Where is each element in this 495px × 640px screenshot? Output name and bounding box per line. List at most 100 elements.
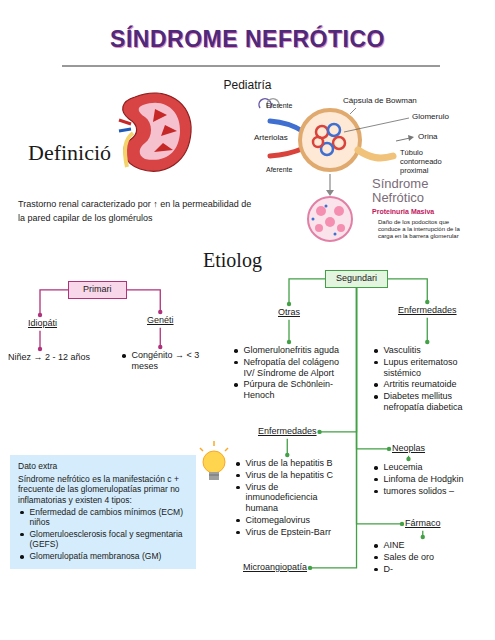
connector-group bbox=[421, 531, 425, 539]
bullet-dot bbox=[236, 474, 240, 478]
bullet-dot bbox=[234, 361, 238, 365]
subcategory-heading: Fármaco bbox=[405, 518, 441, 530]
node-text: Lupus eritematoso sistémico bbox=[384, 357, 488, 379]
node-text: Enfermedad de cambios mínimos (ECM) niño… bbox=[30, 507, 189, 528]
connector-group bbox=[406, 456, 410, 461]
category-box: Primari bbox=[68, 281, 127, 299]
connector bbox=[388, 279, 427, 302]
connector-dot bbox=[38, 347, 42, 351]
part-label: Cápsula de Bowman bbox=[343, 96, 417, 106]
node-text: Niñez → 2 - 12 años bbox=[8, 352, 90, 363]
node-text: Fármaco bbox=[405, 518, 441, 529]
node-text: Segundari bbox=[336, 273, 377, 284]
kidney-illustration bbox=[119, 93, 191, 171]
connector bbox=[40, 290, 68, 315]
illustration-title: Síndrome Nefrótico bbox=[372, 177, 450, 204]
connector-group bbox=[388, 279, 429, 304]
bullet-dot bbox=[374, 478, 378, 482]
node-text: Leucemia bbox=[384, 462, 423, 473]
node-text: Citomegalovirus bbox=[246, 515, 311, 526]
bullet-list: LeucemiaLinfoma de Hodgkintumores solido… bbox=[372, 462, 487, 497]
bullet-dot bbox=[374, 568, 378, 572]
subcategory-heading: Enfermedades bbox=[258, 426, 317, 438]
node-text: Primari bbox=[83, 284, 112, 295]
page-title: SÍNDROME NEFRÓTICO bbox=[0, 26, 495, 53]
node-text: D- bbox=[384, 564, 394, 575]
note-box: Dato extraSíndrome nefrótico es la manif… bbox=[10, 455, 196, 569]
part-label: Glomerulo bbox=[412, 112, 449, 122]
bullet-dot bbox=[374, 349, 378, 353]
part-label: Túbulo contorneado proximal bbox=[400, 148, 462, 175]
connector bbox=[288, 320, 289, 342]
bullet-dot bbox=[374, 556, 378, 560]
category-box: Segundari bbox=[325, 270, 388, 288]
connector-dot bbox=[287, 340, 291, 344]
connector bbox=[127, 290, 161, 312]
bullet-list: Virus de la hepatitis BVirus de la hepat… bbox=[234, 458, 346, 539]
connector-dot bbox=[425, 300, 429, 304]
connector-group bbox=[287, 279, 325, 306]
bullet-dot bbox=[374, 383, 378, 387]
part-label: Aferente bbox=[266, 166, 292, 174]
section-heading: Definició bbox=[28, 140, 111, 166]
node-text: Virus de inmunodeficiencia humana bbox=[246, 482, 347, 514]
connector bbox=[39, 331, 40, 349]
lightbulb-icon bbox=[200, 441, 228, 480]
node-text: Púrpura de Schönlein-Henoch bbox=[244, 379, 345, 401]
part-label: Arteriolas bbox=[254, 133, 288, 143]
node-text: Glomeruloesclerosis focal y segmentaria … bbox=[30, 529, 189, 550]
connector-dot bbox=[308, 566, 312, 570]
connector-dot bbox=[400, 522, 404, 526]
node-text: Genéti bbox=[147, 315, 174, 326]
connector-group bbox=[38, 331, 42, 351]
part-label: Orina bbox=[418, 132, 438, 142]
part-label: Eferente bbox=[266, 102, 292, 110]
connector-dot bbox=[285, 453, 289, 457]
node-text: Enfermedades bbox=[398, 305, 457, 316]
bullet-dot bbox=[374, 361, 378, 365]
connector-dot bbox=[287, 302, 291, 306]
node-text: Enfermedades bbox=[258, 426, 317, 437]
title-rule bbox=[62, 66, 440, 67]
connector bbox=[160, 328, 161, 347]
node-text: Glomerulopatía membranosa (GM) bbox=[30, 551, 162, 562]
illustration-subtitle: Proteinuria Masiva bbox=[372, 208, 434, 216]
connector bbox=[310, 288, 356, 568]
bullet-list: Glomerulonefritis agudaNefropatía del co… bbox=[232, 345, 344, 402]
detail-item: Niñez → 2 - 12 años bbox=[8, 352, 90, 364]
node-text: Neoplas bbox=[392, 443, 425, 454]
definition-text: Trastorno renal caracterizado por ↑ en l… bbox=[18, 198, 253, 225]
bullet-dot bbox=[374, 466, 378, 470]
bullet-dot bbox=[20, 555, 24, 559]
node-text: Artritis reumatoide bbox=[384, 379, 457, 390]
node-text: Dato extra bbox=[18, 461, 57, 472]
node-text: Glomerulonefritis aguda bbox=[244, 345, 340, 356]
connector-group bbox=[127, 290, 163, 314]
node-text: Síndrome nefrótico es la manifestación c… bbox=[18, 474, 188, 506]
bullet-dot bbox=[374, 490, 378, 494]
bullet-dot bbox=[234, 383, 238, 387]
connector bbox=[289, 279, 325, 304]
connector-dot bbox=[387, 447, 391, 451]
connector-dot bbox=[425, 340, 429, 344]
bullet-dot bbox=[122, 354, 126, 358]
node-text: AINE bbox=[384, 540, 405, 551]
illustration-note: Daño de los podocitos que conduce a la i… bbox=[378, 219, 473, 241]
bullet-dot bbox=[374, 544, 378, 548]
node-text: Otras bbox=[278, 307, 300, 318]
bullet-dot bbox=[236, 486, 240, 490]
subcategory-heading: Microangiopatía bbox=[243, 562, 307, 574]
node-text: Virus de Epstein-Barr bbox=[246, 527, 331, 538]
node-text: Linfoma de Hodgkin bbox=[384, 474, 464, 485]
connector-dot bbox=[158, 310, 162, 314]
connector-dot bbox=[406, 457, 410, 461]
subcategory-heading: Neoplas bbox=[392, 443, 425, 455]
node-text: Nefropatía del colágeno IV/ Síndrome de … bbox=[244, 357, 345, 379]
connector-group bbox=[287, 320, 291, 344]
connector-dot bbox=[317, 430, 321, 434]
bullet-dot bbox=[234, 349, 238, 353]
connector-dot bbox=[158, 345, 162, 349]
connector-dot bbox=[421, 535, 425, 539]
bullet-dot bbox=[236, 462, 240, 466]
